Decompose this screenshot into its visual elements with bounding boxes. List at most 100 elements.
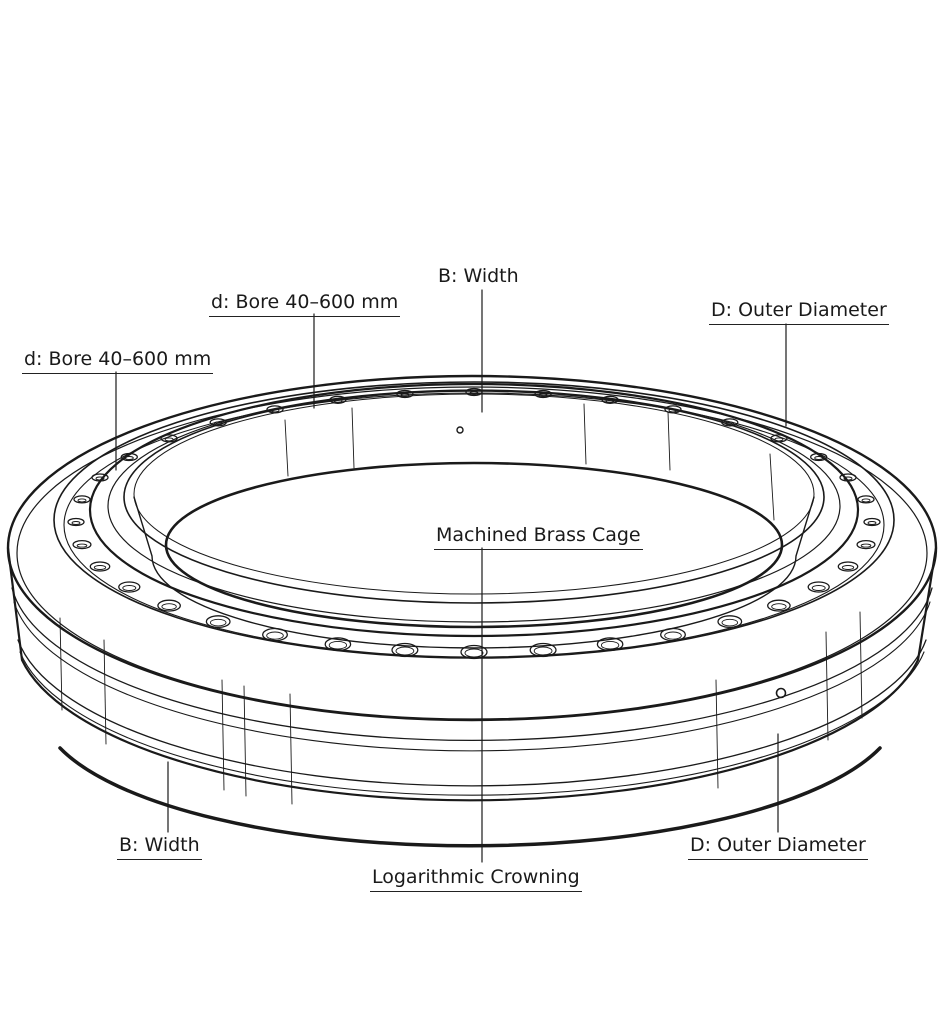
outer-ring-bottom-shadow [58, 746, 882, 848]
outer-ring-groove-3 [17, 639, 927, 787]
roller-face [469, 391, 479, 395]
roller-face [668, 408, 678, 413]
inner-ring-bore-line [769, 453, 775, 521]
roller-face [721, 618, 739, 627]
roller-face [774, 437, 784, 442]
roller [91, 473, 109, 482]
roller-face [122, 585, 137, 591]
outer-ring-chamfer [16, 386, 928, 720]
roller [857, 495, 875, 504]
inner-ring-hole [456, 426, 464, 434]
inner-ring-bore-line [583, 403, 587, 465]
outer-ring [6, 374, 938, 848]
roller [157, 599, 181, 612]
roller-face [400, 393, 410, 397]
inner-ring-shoulder [123, 390, 825, 604]
roller-face [266, 631, 284, 640]
roller [118, 581, 141, 593]
roller-face [395, 646, 415, 656]
roller [660, 627, 686, 642]
roller [209, 418, 227, 427]
roller-face [270, 408, 280, 413]
inner-ring [88, 382, 860, 649]
outer-ring-facet-line [103, 639, 107, 745]
outer-ring-facet-line [859, 611, 863, 719]
roller-face [533, 646, 553, 656]
outer-ring-facet-line [221, 679, 225, 791]
roller-face [600, 640, 620, 650]
label-machined-brass-cage: Machined Brass Cage [434, 524, 643, 550]
inner-ring-top-outer-edge [88, 382, 860, 638]
roller [856, 539, 876, 550]
label-outer-diameter-top: D: Outer Diameter [709, 299, 889, 325]
label-bore-left: d: Bore 40–600 mm [22, 348, 214, 374]
roller-face [771, 603, 787, 610]
roller-face [861, 498, 871, 503]
outer-ring-top-outer-edge [6, 374, 938, 722]
roller [266, 405, 284, 414]
roller-face [464, 648, 484, 658]
inner-ring-bore-edge [164, 461, 784, 629]
outer-ring-facet-line [59, 617, 63, 711]
roller [73, 495, 91, 504]
roller-face [213, 421, 223, 426]
roller [837, 561, 859, 572]
outer-ring-facet-line [243, 685, 247, 797]
label-bore-top: d: Bore 40–600 mm [209, 291, 401, 317]
outer-ring-facet-line [825, 631, 829, 741]
roller-face [95, 476, 105, 481]
roller-face [605, 398, 615, 403]
roller [767, 599, 791, 612]
outer-ring-side-wall [6, 546, 938, 802]
roller-face [77, 498, 87, 503]
roller-face [725, 421, 735, 426]
label-logarithmic-crowning: Logarithmic Crowning [370, 866, 582, 892]
inner-ring-top-step [107, 389, 841, 623]
label-width-bottom: B: Width [117, 834, 202, 860]
roller [721, 418, 739, 427]
roller [810, 452, 828, 462]
roller [67, 517, 85, 527]
roller [89, 561, 111, 572]
roller [770, 434, 788, 443]
outer-ring-groove-2 [13, 601, 931, 752]
roller-face [164, 437, 174, 442]
outer-ring-groove-1 [11, 587, 933, 742]
inner-ring-bore-wall [133, 496, 815, 649]
inner-ring-bore-line [667, 411, 671, 471]
roller-face [209, 618, 227, 627]
roller [664, 405, 682, 414]
roller [534, 389, 552, 399]
roller [262, 627, 288, 642]
roller [460, 644, 488, 660]
roller-face [814, 456, 824, 460]
roller-face [843, 476, 853, 481]
roller-face [328, 640, 348, 650]
roller [205, 615, 231, 629]
roller [160, 434, 178, 443]
roller-face [93, 565, 107, 570]
roller-face [161, 603, 177, 610]
inner-ring-shoulder-inner [133, 393, 815, 595]
label-outer-diameter-bottom: D: Outer Diameter [688, 834, 868, 860]
roller [329, 395, 347, 404]
lubrication-hole [775, 687, 787, 699]
leader-lines [115, 289, 787, 863]
roller-face [124, 456, 134, 460]
roller [391, 642, 419, 658]
outer-ring-groove-4 [19, 651, 925, 796]
roller [839, 473, 857, 482]
roller [396, 389, 414, 399]
roller-set [67, 387, 881, 660]
outer-ring-facet-line [715, 679, 719, 789]
roller [529, 642, 557, 658]
label-width-top: B: Width [438, 265, 519, 287]
roller-face [76, 543, 88, 548]
roller-face [333, 398, 343, 403]
roller-face [71, 521, 81, 525]
roller [120, 452, 138, 462]
roller-face [867, 521, 877, 525]
roller [72, 539, 92, 550]
